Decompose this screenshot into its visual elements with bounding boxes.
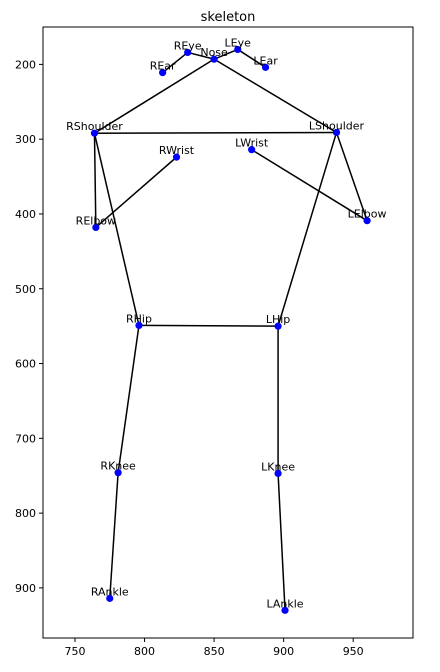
keypoint-label-nose: Nose xyxy=(200,46,228,59)
x-tick-label: 950 xyxy=(343,645,364,658)
keypoint-leye xyxy=(234,45,242,54)
x-tick-label: 900 xyxy=(273,645,294,658)
keypoint-label-rankle: RAnkle xyxy=(91,585,129,598)
keypoint-rankle xyxy=(106,594,114,602)
keypoint-lelbow xyxy=(363,217,371,225)
keypoint-label-leye: LEye xyxy=(225,36,252,49)
keypoint-nose xyxy=(210,55,218,63)
keypoint-lankle xyxy=(281,606,289,614)
keypoint-lshoulder xyxy=(332,128,341,137)
y-tick-label: 900 xyxy=(15,582,36,595)
bone-lshoulder-nose xyxy=(213,58,337,134)
keypoint-label-lankle: LAnkle xyxy=(266,597,303,610)
bone-lelbow-lwrist xyxy=(251,149,368,222)
keypoint-reye xyxy=(184,48,192,57)
chart-title: skeleton xyxy=(201,10,256,25)
keypoint-rhip xyxy=(135,321,143,329)
bone-rhip-lhip xyxy=(138,324,279,327)
keypoint-label-relbow: RElbow xyxy=(76,214,116,227)
plot-frame xyxy=(42,26,414,639)
y-tick-label: 400 xyxy=(15,208,36,221)
keypoint-rwrist xyxy=(172,153,181,161)
x-tick-label: 800 xyxy=(134,645,155,658)
y-tick-label: 800 xyxy=(15,507,36,520)
y-tick-label: 300 xyxy=(15,133,36,146)
x-tick-label: 850 xyxy=(204,645,225,658)
keypoint-lear xyxy=(261,63,270,71)
bone-rhip-rknee xyxy=(117,325,140,473)
bone-lshoulder-lelbow xyxy=(335,132,368,221)
bone-rshoulder-lshoulder xyxy=(94,131,337,134)
y-tick-label: 600 xyxy=(15,358,36,371)
bone-rshoulder-rhip xyxy=(93,133,140,326)
bone-relbow-rwrist xyxy=(95,156,178,228)
keypoint-lknee xyxy=(274,469,282,478)
keypoint-relbow xyxy=(92,223,100,232)
keypoint-rshoulder xyxy=(90,129,99,137)
keypoint-label-rear: REar xyxy=(150,60,176,73)
x-axis: 750 800 850 900 950 xyxy=(64,638,364,658)
bone-leye-lear xyxy=(237,48,266,69)
y-tick-label: 700 xyxy=(15,432,36,445)
keypoint-label-lear: LEar xyxy=(253,54,278,67)
bone-rshoulder-nose xyxy=(94,58,215,134)
keypoint-lhip xyxy=(274,322,282,330)
keypoint-label-lknee: LKnee xyxy=(261,460,295,473)
keypoint-label-rwrist: RWrist xyxy=(159,144,195,157)
bone-nose-reye xyxy=(187,51,215,60)
keypoint-label-lshoulder: LShoulder xyxy=(309,119,365,132)
skeleton-connections xyxy=(93,48,368,611)
y-tick-label: 200 xyxy=(15,58,36,71)
bone-rshoulder-relbow xyxy=(93,133,97,228)
keypoint-rear xyxy=(159,69,167,77)
keypoint-rknee xyxy=(114,469,122,477)
keypoint-label-rshoulder: RShoulder xyxy=(66,120,123,133)
keypoint-label-lelbow: LElbow xyxy=(348,208,387,221)
keypoint-label-lhip: LHip xyxy=(266,313,290,326)
x-tick-label: 750 xyxy=(64,645,85,658)
bone-lshoulder-lhip xyxy=(277,132,338,327)
keypoint-label-rknee: RKnee xyxy=(100,460,136,473)
keypoint-markers xyxy=(90,45,371,614)
bone-lknee-lankle xyxy=(277,473,286,611)
bone-rknee-rankle xyxy=(109,472,119,599)
keypoint-lwrist xyxy=(248,146,256,154)
keypoint-label-reye: REye xyxy=(174,39,202,52)
keypoint-label-lwrist: LWrist xyxy=(235,137,269,150)
bone-nose-leye xyxy=(213,48,239,60)
y-tick-label: 500 xyxy=(15,283,36,296)
y-axis: 200 300 400 500 600 700 800 900 xyxy=(15,58,43,595)
bone-reye-rear xyxy=(162,51,189,74)
keypoint-label-rhip: RHip xyxy=(126,312,152,325)
